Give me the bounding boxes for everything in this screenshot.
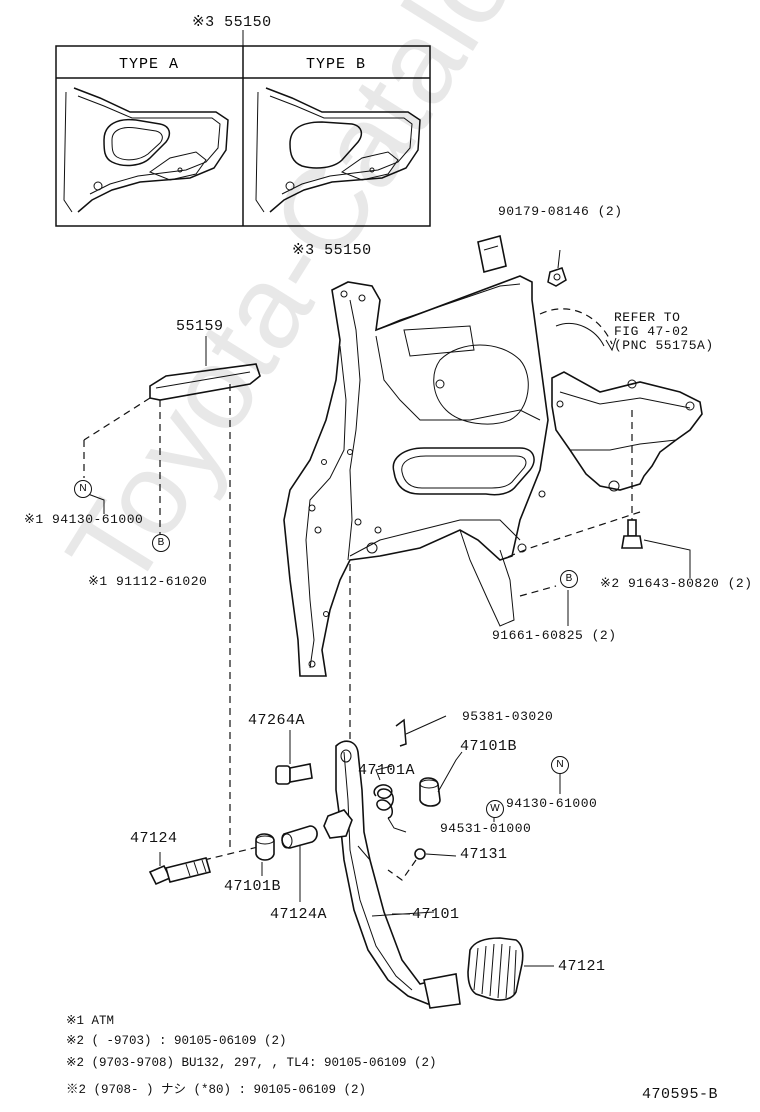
cushion-drawing <box>83 336 261 850</box>
bolt-right-drawing <box>621 410 691 578</box>
label-pin-94130-left: ※1 94130-61000 <box>24 512 144 527</box>
clip-drawing <box>395 715 447 747</box>
label-bolt-91643: ※2 91643-80820 (2) <box>600 576 753 591</box>
label-washer-94531: 94531-01000 <box>440 821 532 836</box>
footnote-1: ※1 ATM <box>66 1014 114 1028</box>
circle-b-left: B <box>152 534 170 552</box>
bolt-47264a-drawing <box>275 730 313 785</box>
collar-drawing <box>281 825 318 902</box>
bolt-b-leaders <box>499 511 641 626</box>
label-refer-line2: FIG 47-02 <box>614 324 689 339</box>
nut-drawing <box>547 249 567 287</box>
label-cushion-55159: 55159 <box>176 318 224 335</box>
bushing-top-drawing <box>419 751 463 807</box>
guide-line-shaft <box>203 845 263 861</box>
label-spring-47101a: 47101A <box>358 762 416 779</box>
label-bushing-47101b-top: 47101B <box>460 738 518 755</box>
label-clip-95381: 95381-03020 <box>462 709 554 724</box>
label-bushing-47101b-bottom: 47101B <box>224 878 282 895</box>
footnote-2: ※2 ( -9703) : 90105-06109 (2) <box>66 1034 287 1048</box>
label-refer-line3: (PNC 55175A) <box>614 338 714 353</box>
footnote-3: ※2 (9703-9708) BU132, 297, , TL4: 90105-… <box>66 1056 437 1070</box>
circle-b-right: B <box>560 570 578 588</box>
type-b-bracket-drawing <box>255 87 421 213</box>
figure-id: 470595-B <box>642 1086 719 1103</box>
pedal-pad-drawing <box>467 937 554 1001</box>
label-shaft-47124: 47124 <box>130 830 178 847</box>
circle-w: W <box>486 800 504 818</box>
label-stopper-47131: 47131 <box>460 846 508 863</box>
bushing-bottom-drawing <box>255 833 275 876</box>
label-bolt-47264a: 47264A <box>248 712 306 729</box>
stopper-drawing <box>387 848 457 881</box>
pedal-drawing <box>323 740 461 1009</box>
label-pedal-47101: 47101 <box>412 906 460 923</box>
spring-drawing <box>373 765 407 833</box>
circle-n-left: N <box>74 480 92 498</box>
circle-n-right: N <box>551 756 569 774</box>
side-plate-drawing <box>539 308 703 492</box>
label-nut-90179: 90179-08146 (2) <box>498 204 623 219</box>
label-collar-47124a: 47124A <box>270 906 328 923</box>
type-a-bracket-drawing <box>63 87 229 213</box>
inset-box <box>55 30 431 227</box>
type-b-heading: TYPE B <box>305 56 366 73</box>
pedal-bracket-drawing <box>283 235 549 677</box>
inset-title: ※3 55150 <box>192 14 272 31</box>
label-bolt-91661: 91661-60825 (2) <box>492 628 617 643</box>
type-a-heading: TYPE A <box>118 56 179 73</box>
label-pin-94130-right: 94130-61000 <box>506 796 598 811</box>
label-pad-47121: 47121 <box>558 958 606 975</box>
label-bracket-55150: ※3 55150 <box>292 242 372 259</box>
label-bushing-91112: ※1 91112-61020 <box>88 574 208 589</box>
footnote-4: ※2 (9708- ) ナシ (*80) : 90105-06109 (2) <box>66 1083 367 1097</box>
right-washer-leaders <box>493 772 561 822</box>
label-refer-line1: REFER TO <box>614 310 681 325</box>
shaft-drawing <box>148 852 211 886</box>
